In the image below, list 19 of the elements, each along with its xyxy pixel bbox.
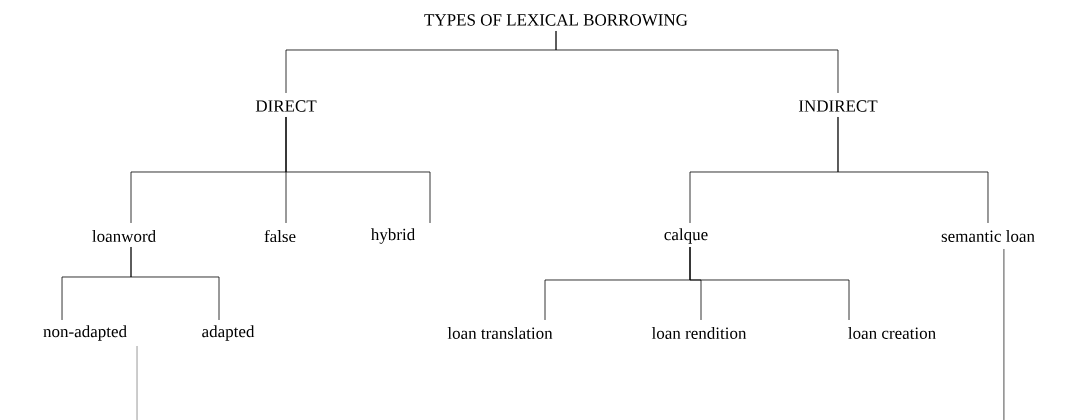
connector-line <box>1003 248 1005 420</box>
connector-line <box>837 116 989 224</box>
category-label: loan creation <box>848 327 936 339</box>
category-label: false <box>264 229 296 243</box>
category-label: non-adapted <box>43 325 127 341</box>
category-label: calque <box>664 228 708 244</box>
heading: TYPES OF LEXICAL BORROWING <box>424 14 688 26</box>
category-label: loan rendition <box>651 327 747 339</box>
category-label: loanword <box>92 230 156 242</box>
category-label: semantic loan <box>941 230 1035 242</box>
connector-line <box>130 246 220 321</box>
category-label: DIRECT <box>255 100 317 112</box>
category-label: hybrid <box>371 228 415 244</box>
connector-line <box>555 30 839 94</box>
category-label: INDIRECT <box>798 100 878 112</box>
connector-line <box>689 246 850 321</box>
connector-line <box>285 116 431 224</box>
category-label: loan translation <box>447 327 553 339</box>
category-label: adapted <box>202 325 255 341</box>
